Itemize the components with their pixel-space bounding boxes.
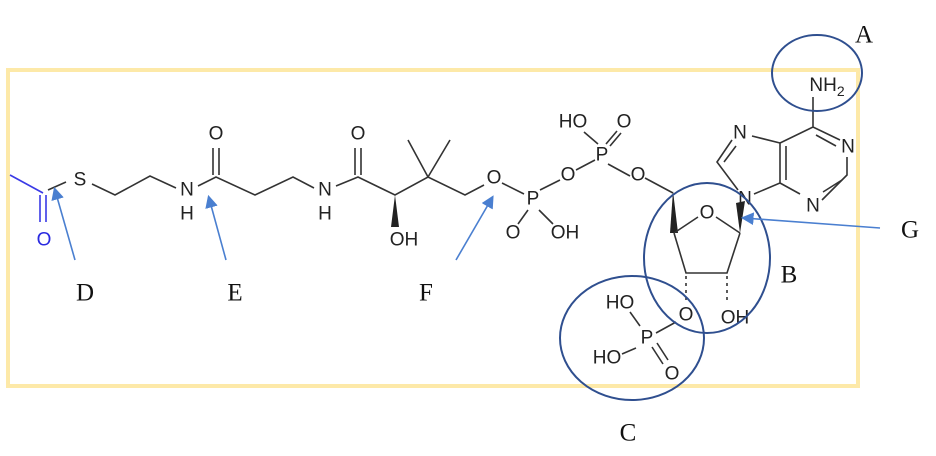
atom-ho: HO (559, 112, 588, 133)
atom-n: N (180, 180, 194, 201)
atom-o-ring: O (700, 203, 715, 224)
highlight-frame (6, 68, 860, 388)
atom-oh: OH (390, 230, 419, 251)
arrow-d (51, 186, 76, 261)
atom-oh: OH (551, 223, 580, 244)
label-a: A (855, 22, 873, 49)
label-d: D (76, 280, 94, 307)
circle-a-amine (771, 34, 863, 112)
label-c: C (620, 420, 637, 447)
arrow-f (455, 195, 494, 261)
phosphate-3-bonds (621, 311, 677, 365)
atom-o: O (665, 364, 680, 385)
atom-p: P (596, 145, 609, 166)
atom-h: H (318, 204, 332, 225)
atom-n7: N (733, 123, 747, 144)
ribose-bonds (670, 191, 745, 303)
label-f: F (419, 280, 433, 307)
atom-s: S (74, 170, 87, 191)
atom-o: O (561, 165, 576, 186)
atom-p: P (527, 189, 540, 210)
chain-bonds (91, 130, 674, 227)
atom-n: N (318, 180, 332, 201)
label-g: G (901, 217, 919, 244)
atom-o: O (487, 168, 502, 189)
arrow-g (740, 212, 881, 229)
atom-o-acetyl: O (37, 230, 52, 251)
atom-ho: HO (606, 293, 635, 314)
atom-o: O (679, 305, 694, 326)
atom-nh2: NH2 (809, 75, 844, 100)
atom-o: O (631, 165, 646, 186)
atom-o: O (209, 124, 224, 145)
adenine-bonds (716, 97, 848, 201)
atom-n3: N (806, 196, 820, 217)
atom-ho: HO (593, 348, 622, 369)
atom-o: O (506, 223, 521, 244)
atom-n1: N (841, 137, 855, 158)
atom-p: P (641, 328, 654, 349)
atom-oh: OH (721, 308, 750, 329)
arrow-e (205, 194, 227, 261)
atom-o: O (351, 124, 366, 145)
atom-h: H (180, 204, 194, 225)
acetyl-bonds (9, 174, 67, 222)
circle-c-phosphate (559, 275, 705, 401)
label-b: B (781, 262, 798, 289)
atom-o: O (617, 112, 632, 133)
label-e: E (227, 280, 242, 307)
circle-b-ribose (643, 182, 771, 334)
